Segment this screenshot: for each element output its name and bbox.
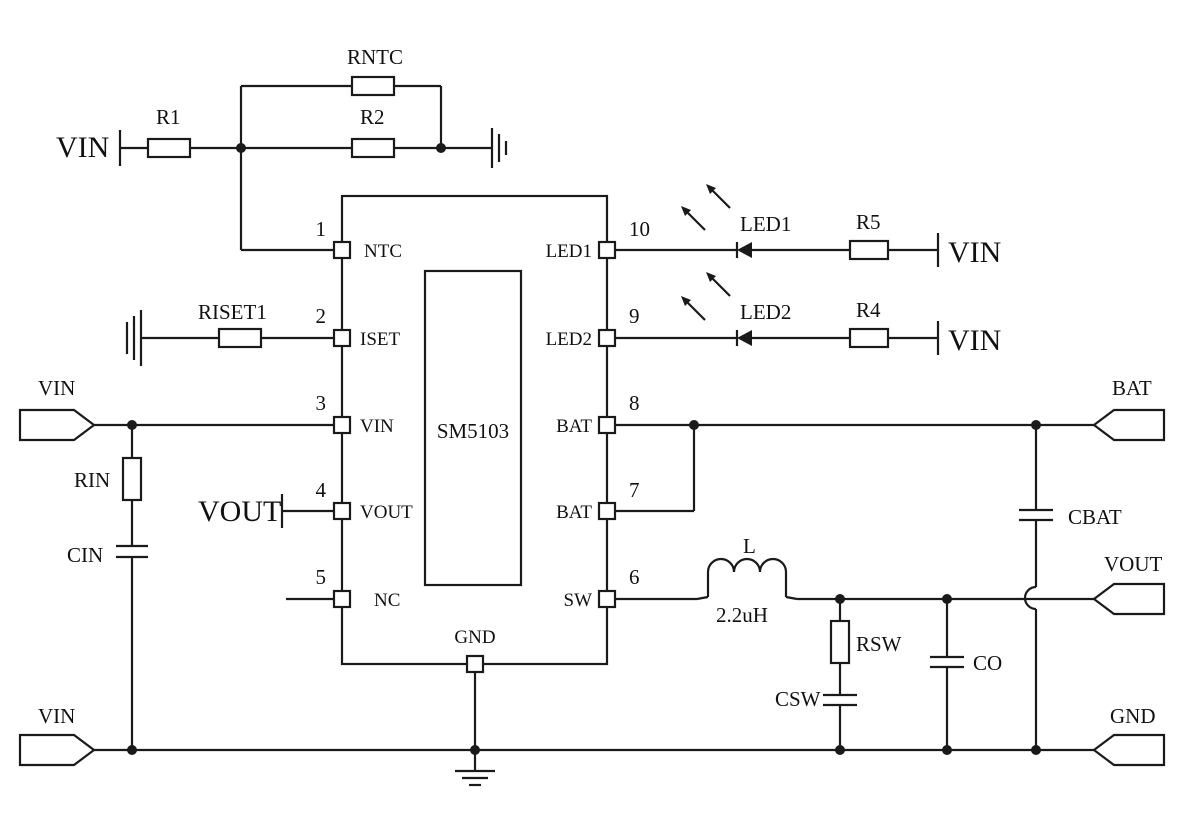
led2-diode [737, 330, 752, 346]
port-vin-lower-label: VIN [38, 704, 75, 728]
sw-output-network: L 2.2uH RSW CSW CO VOUT [615, 534, 1166, 755]
pin-2-name: ISET [360, 329, 401, 350]
ground-rail: VIN GND [18, 672, 1166, 787]
pin-10-name: LED1 [546, 241, 592, 262]
chip-core [423, 269, 523, 587]
pin-10 [597, 240, 617, 260]
pin-7 [597, 501, 617, 521]
led1-label: LED1 [740, 212, 791, 236]
vin-led1-label: VIN [948, 236, 1001, 269]
port-gnd-label: GND [1110, 704, 1156, 728]
vin-top-label: VIN [56, 131, 109, 164]
inductor-value: 2.2uH [716, 603, 768, 627]
pin-3-number: 3 [316, 391, 327, 415]
led2-network: LED2 R4 VIN [615, 272, 1001, 357]
pin-2 [332, 328, 352, 348]
resistor-rsw [829, 619, 851, 665]
pin-9-number: 9 [629, 304, 640, 328]
pin-7-name: BAT [556, 502, 592, 523]
ic-sm5103: SM5103 GND 1 2 3 4 5 NTC ISET VIN VOUT N… [316, 194, 650, 674]
pin-6 [597, 589, 617, 609]
pin-1-name: NTC [364, 241, 402, 262]
pin-6-name: SW [564, 590, 593, 611]
csw-label: CSW [775, 687, 821, 711]
r5-label: R5 [856, 210, 881, 234]
led2-label: LED2 [740, 300, 791, 324]
vin-led2-label: VIN [948, 324, 1001, 357]
vout-pin-net: VOUT [198, 494, 334, 528]
resistor-r1 [146, 137, 192, 159]
resistor-r5 [848, 239, 890, 261]
rsw-label: RSW [856, 632, 902, 656]
pin-3 [332, 415, 352, 435]
r4-label: R4 [856, 298, 881, 322]
co-label: CO [973, 651, 1002, 675]
riset1-label: RISET1 [198, 300, 267, 324]
cbat-label: CBAT [1068, 505, 1122, 529]
rntc-label: RNTC [347, 45, 403, 69]
pin-5 [332, 589, 352, 609]
pin-9 [597, 328, 617, 348]
port-bat [1092, 408, 1166, 442]
pin-10-number: 10 [629, 217, 650, 241]
port-gnd [1092, 733, 1166, 767]
chip-name: SM5103 [437, 419, 509, 443]
inductor-label: L [743, 534, 756, 558]
inductor-l [706, 557, 788, 597]
r2-label: R2 [360, 105, 385, 129]
pin-gnd-label: GND [454, 627, 495, 648]
resistor-r4 [848, 327, 890, 349]
r1-label: R1 [156, 105, 181, 129]
vin-input-network: VIN RIN CIN [18, 376, 334, 750]
pin-3-name: VIN [360, 416, 394, 437]
port-vin-lower [18, 733, 96, 767]
ntc-network: VIN R1 R2 RNTC [56, 45, 508, 252]
resistor-rin [121, 456, 143, 502]
pin-7-number: 7 [629, 478, 640, 502]
pin-5-name: NC [374, 590, 400, 611]
pin-gnd [465, 654, 485, 674]
iset-network: RISET1 [125, 300, 334, 366]
led1-diode [737, 242, 752, 258]
pin-4-number: 4 [316, 478, 327, 502]
vout-pin-label: VOUT [198, 495, 281, 528]
pin-5-number: 5 [316, 565, 327, 589]
rin-label: RIN [74, 468, 110, 492]
resistor-r2 [350, 137, 396, 159]
port-bat-label: BAT [1112, 376, 1152, 400]
port-vout-label: VOUT [1104, 552, 1162, 576]
resistor-riset1 [217, 327, 263, 349]
pin-4 [332, 501, 352, 521]
pin-2-number: 2 [316, 304, 327, 328]
pin-8-name: BAT [556, 416, 592, 437]
pin-8 [597, 415, 617, 435]
pin-6-number: 6 [629, 565, 640, 589]
led1-network: LED1 R5 VIN [615, 184, 1001, 269]
cin-label: CIN [67, 543, 103, 567]
pin-4-name: VOUT [360, 502, 413, 523]
pin-1 [332, 240, 352, 260]
pin-1-number: 1 [316, 217, 327, 241]
pin-8-number: 8 [629, 391, 640, 415]
resistor-rntc [350, 75, 396, 97]
bat-network: CBAT BAT [615, 376, 1166, 755]
pin-9-name: LED2 [546, 329, 592, 350]
port-vin-upper [18, 408, 96, 442]
port-vout [1092, 582, 1166, 616]
port-vin-upper-label: VIN [38, 376, 75, 400]
